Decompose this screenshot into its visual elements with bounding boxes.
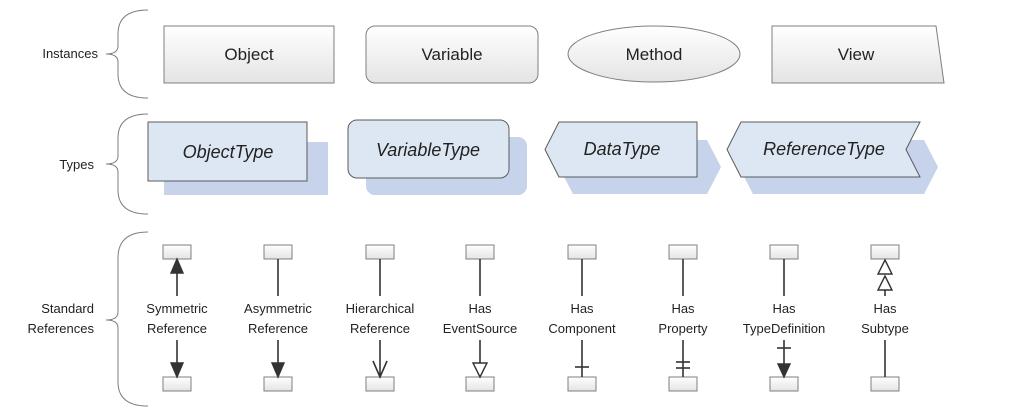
arrowhead-down xyxy=(776,363,792,379)
source-node-box xyxy=(365,244,395,260)
type-object-type: ObjectType xyxy=(147,121,328,195)
reference-label-line2: TypeDefinition xyxy=(743,321,825,336)
object-type-label: ObjectType xyxy=(183,142,274,162)
row-label-instances: Instances xyxy=(42,46,98,61)
brace-instances xyxy=(105,9,149,99)
target-node-box xyxy=(263,376,293,392)
instance-method: Method xyxy=(567,25,741,83)
hollow-arrowhead-1 xyxy=(876,258,894,275)
object-label: Object xyxy=(224,45,273,64)
type-variable-type: VariableType xyxy=(347,119,527,195)
reference-label-line2: Component xyxy=(548,321,616,336)
target-node-box xyxy=(162,376,192,392)
source-node-box xyxy=(465,244,495,260)
source-node-box xyxy=(263,244,293,260)
variable-type-shape xyxy=(347,119,510,179)
target-node-box xyxy=(465,376,495,392)
row-standard-references: Standard References xyxy=(28,231,149,407)
reference-label-line2: Subtype xyxy=(861,321,909,336)
reference-label-line1: Symmetric xyxy=(146,301,208,316)
reference-label-line1: Hierarchical xyxy=(346,301,415,316)
reference-label-line1: Has xyxy=(772,301,796,316)
reference-label-line1: Has xyxy=(873,301,897,316)
view-label: View xyxy=(838,45,875,64)
target-node-box xyxy=(870,376,900,392)
reference-type-shape xyxy=(726,121,921,178)
open-arrowhead xyxy=(372,360,388,379)
data-type-label: DataType xyxy=(584,139,661,159)
brace-types xyxy=(105,113,149,215)
target-node-box xyxy=(567,376,597,392)
hollow-arrowhead xyxy=(471,362,489,379)
reference-label-line2: Reference xyxy=(350,321,410,336)
row-types: Types xyxy=(59,113,149,215)
row-label-standard-references-line2: References xyxy=(28,321,95,336)
source-node-box xyxy=(668,244,698,260)
reference-label-line2: EventSource xyxy=(443,321,517,336)
row-label-types: Types xyxy=(59,157,94,172)
object-shape xyxy=(163,25,335,84)
row-instances: Instances xyxy=(42,9,149,99)
reference-label-line1: Has xyxy=(671,301,695,316)
row-label-standard-references-line1: Standard xyxy=(41,301,94,316)
target-node-box xyxy=(769,376,799,392)
data-type-shape xyxy=(544,121,698,178)
view-shape xyxy=(771,25,945,84)
hollow-arrowhead-2 xyxy=(876,274,894,291)
reference-label-line1: Asymmetric xyxy=(244,301,312,316)
source-node-box xyxy=(769,244,799,260)
type-data-type: DataType xyxy=(544,121,721,194)
reference-label-line1: Has xyxy=(570,301,594,316)
type-reference-type: ReferenceType xyxy=(726,121,938,194)
method-shape xyxy=(567,25,741,83)
object-type-shape xyxy=(147,121,308,182)
target-node-box xyxy=(365,376,395,392)
instance-view: View xyxy=(771,25,945,84)
source-node-box xyxy=(162,244,192,260)
target-node-box xyxy=(668,376,698,392)
source-node-box xyxy=(870,244,900,260)
source-node-box xyxy=(567,244,597,260)
variable-label: Variable xyxy=(421,45,482,64)
instance-object: Object xyxy=(163,25,335,84)
reference-label-line2: Property xyxy=(658,321,708,336)
variable-type-label: VariableType xyxy=(376,140,480,160)
arrowhead-down xyxy=(270,362,286,379)
variable-shape xyxy=(365,25,539,84)
arrowhead-up xyxy=(169,257,185,274)
arrowhead-down xyxy=(169,362,185,379)
reference-label-line2: Reference xyxy=(147,321,207,336)
reference-type-label: ReferenceType xyxy=(763,139,885,159)
instance-variable: Variable xyxy=(365,25,539,84)
method-label: Method xyxy=(626,45,683,64)
reference-label-line2: Reference xyxy=(248,321,308,336)
brace-standard-references xyxy=(105,231,149,407)
standard-references: SymmetricReferenceAsymmetricReferenceHie… xyxy=(146,244,909,392)
reference-label-line1: Has xyxy=(468,301,492,316)
